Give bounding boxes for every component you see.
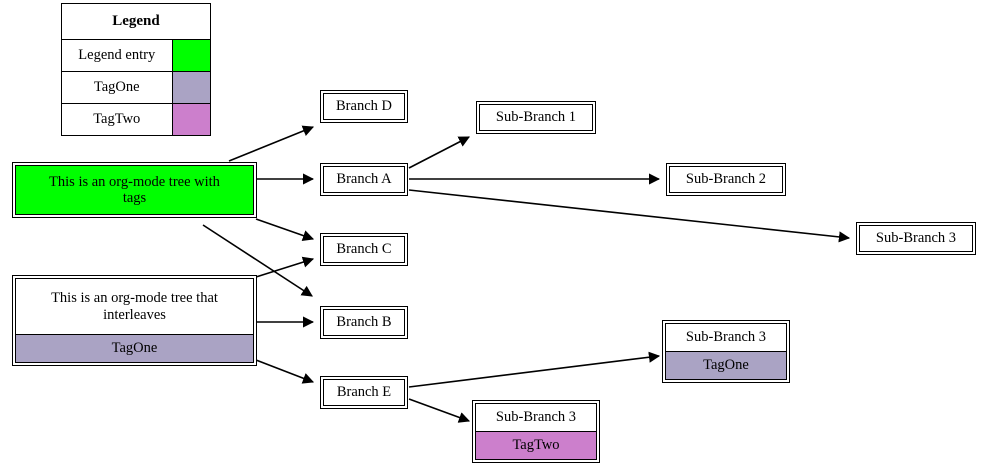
node-branch-d[interactable]: Branch D — [320, 90, 408, 123]
node-root-interleaves-tag: TagOne — [16, 334, 253, 362]
legend-swatch-legend-entry — [171, 40, 210, 71]
node-sub-branch-2[interactable]: Sub-Branch 2 — [666, 163, 786, 196]
node-sub-branch-3-right[interactable]: Sub-Branch 3 — [856, 222, 976, 255]
node-root-tags-title: This is an org-mode tree with tags — [16, 166, 253, 214]
node-branch-b-title: Branch B — [336, 314, 392, 331]
node-sub-branch-1[interactable]: Sub-Branch 1 — [476, 101, 596, 134]
edge-branch-e-to-sub-branch-3-tagtwo — [408, 398, 471, 423]
node-branch-b[interactable]: Branch B — [320, 306, 408, 339]
legend: Legend Legend entry TagOne TagTwo — [61, 3, 211, 136]
node-branch-c-title: Branch C — [336, 241, 392, 258]
legend-swatch-tagone — [171, 72, 210, 103]
legend-title-row: Legend — [62, 4, 210, 40]
node-sub-branch-3-tagtwo-title: Sub-Branch 3 — [495, 409, 577, 426]
node-branch-c[interactable]: Branch C — [320, 233, 408, 266]
node-branch-e[interactable]: Branch E — [320, 376, 408, 409]
edge-branch-a-to-sub-branch-1 — [408, 136, 470, 169]
legend-row-legend-entry: Legend entry — [62, 40, 210, 72]
legend-label-legend-entry: Legend entry — [78, 47, 156, 63]
node-sub-branch-3-tagtwo[interactable]: Sub-Branch 3 TagTwo — [472, 400, 600, 463]
node-sub-branch-3-tagone[interactable]: Sub-Branch 3 TagOne — [662, 320, 790, 383]
edge-branch-a-to-sub-branch-3 — [408, 189, 851, 243]
node-sub-branch-1-title: Sub-Branch 1 — [495, 109, 577, 126]
node-branch-e-title: Branch E — [336, 384, 392, 401]
node-sub-branch-3-tagone-title: Sub-Branch 3 — [685, 329, 767, 346]
node-sub-branch-2-title: Sub-Branch 2 — [685, 171, 767, 188]
legend-row-tagone: TagOne — [62, 72, 210, 104]
legend-row-tagtwo: TagTwo — [62, 104, 210, 135]
edge-root-interleaves-to-branch-e — [255, 359, 315, 384]
node-branch-a-title: Branch A — [336, 171, 392, 188]
legend-swatch-tagtwo — [171, 104, 210, 135]
node-root-tags[interactable]: This is an org-mode tree with tags — [12, 162, 257, 218]
node-sub-branch-3-tagtwo-tag: TagTwo — [476, 431, 596, 459]
edge-root-interleaves-to-branch-c — [255, 256, 315, 278]
node-root-interleaves-title: This is an org-mode tree that interleave… — [51, 290, 218, 323]
legend-label-tagone: TagOne — [93, 79, 140, 95]
node-sub-branch-3-right-title: Sub-Branch 3 — [875, 230, 957, 247]
legend-label-tagtwo: TagTwo — [93, 111, 141, 127]
edge-root-tags-to-branch-d — [228, 125, 315, 162]
node-branch-d-title: Branch D — [336, 98, 392, 115]
legend-title: Legend — [112, 13, 160, 29]
node-root-interleaves[interactable]: This is an org-mode tree that interleave… — [12, 275, 257, 366]
node-branch-a[interactable]: Branch A — [320, 163, 408, 196]
edge-branch-e-to-sub-branch-3-tagone — [408, 351, 661, 388]
edge-root-tags-to-branch-c — [255, 218, 315, 241]
node-sub-branch-3-tagone-tag: TagOne — [666, 351, 786, 379]
